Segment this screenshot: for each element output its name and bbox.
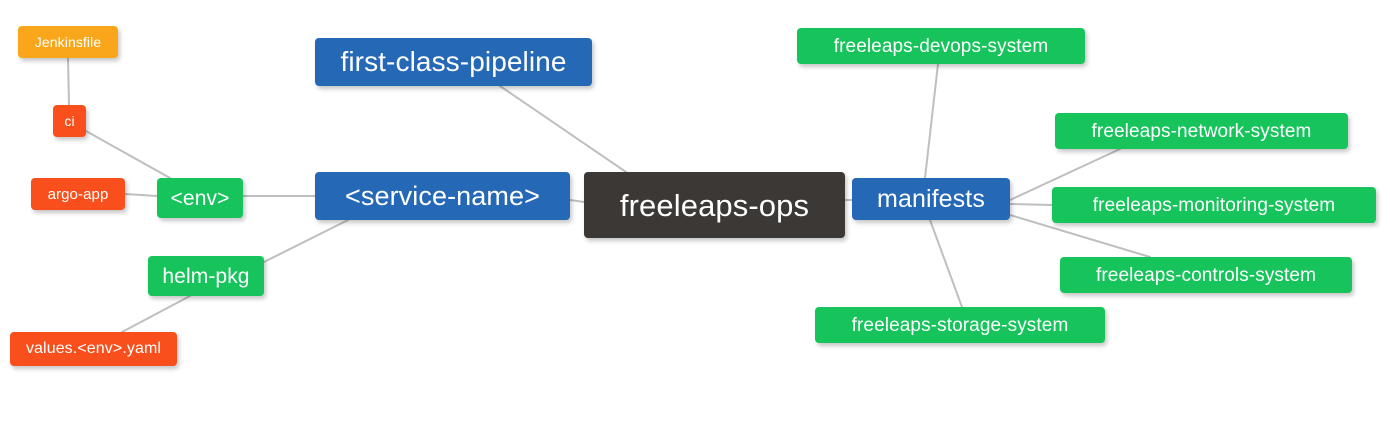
mindmap-node-freeleaps-ops[interactable]: freeleaps-ops: [584, 172, 845, 238]
mindmap-node-argo-app[interactable]: argo-app: [31, 178, 125, 210]
mindmap-node-freeleaps-controls-system[interactable]: freeleaps-controls-system: [1060, 257, 1352, 293]
mindmap-node-ci[interactable]: ci: [53, 105, 86, 137]
edge-manifests-to-freeleaps-storage-system: [929, 219, 963, 308]
mindmap-node-helm-pkg[interactable]: helm-pkg: [148, 256, 264, 296]
edge-ci-to-env: [85, 130, 171, 179]
edge-jenkinsfile-to-ci: [67, 57, 70, 106]
edge-first-class-pipeline-to-freeleaps-ops: [499, 85, 627, 173]
mindmap-node-freeleaps-network-system[interactable]: freeleaps-network-system: [1055, 113, 1348, 149]
mindmap-node-values-yaml[interactable]: values.<env>.yaml: [10, 332, 177, 366]
mindmap-node-env[interactable]: <env>: [157, 178, 243, 218]
mindmap-node-manifests[interactable]: manifests: [852, 178, 1010, 220]
mindmap-node-freeleaps-monitoring-system[interactable]: freeleaps-monitoring-system: [1052, 187, 1376, 223]
edge-manifests-to-freeleaps-devops-system: [924, 63, 939, 179]
edge-service-name-to-freeleaps-ops: [569, 199, 585, 203]
edge-manifests-to-freeleaps-monitoring-system: [1009, 203, 1053, 206]
edge-service-name-to-helm-pkg: [263, 219, 349, 263]
mindmap-node-service-name[interactable]: <service-name>: [315, 172, 570, 220]
edge-helm-pkg-to-values-yaml: [121, 295, 191, 333]
mindmap-node-jenkinsfile[interactable]: Jenkinsfile: [18, 26, 118, 58]
mindmap-node-freeleaps-devops-system[interactable]: freeleaps-devops-system: [797, 28, 1085, 64]
mindmap-node-freeleaps-storage-system[interactable]: freeleaps-storage-system: [815, 307, 1105, 343]
edge-argo-app-to-env: [124, 193, 158, 197]
mindmap-node-first-class-pipeline[interactable]: first-class-pipeline: [315, 38, 592, 86]
